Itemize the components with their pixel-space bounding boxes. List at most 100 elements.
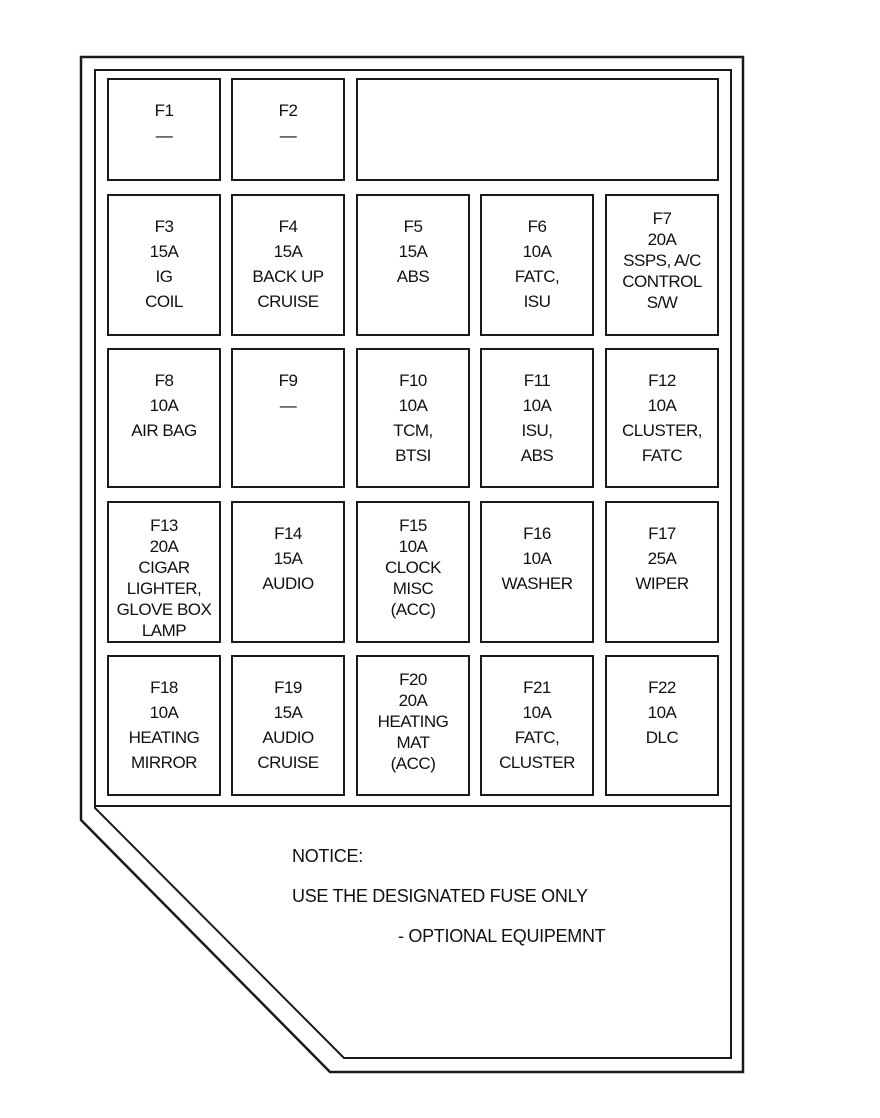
fuse-rating: 20A bbox=[647, 230, 677, 249]
fuse-f4: F4 15A BACK UP CRUISE bbox=[231, 194, 345, 336]
fuse-rating: 10A bbox=[149, 396, 179, 415]
fuse-rating: 15A bbox=[398, 242, 428, 261]
fuse-f17: F17 25A WIPER bbox=[605, 501, 719, 643]
fuse-label: LAMP bbox=[141, 621, 187, 640]
fuse-rating: 10A bbox=[522, 703, 552, 722]
fuse-label: COIL bbox=[145, 292, 183, 311]
fuse-id: F15 bbox=[399, 516, 427, 535]
fuse-f9: F9 — bbox=[231, 348, 345, 488]
fuse-label: MIRROR bbox=[131, 753, 197, 772]
fuse-id: F9 bbox=[278, 371, 298, 390]
fuse-f19: F19 15A AUDIO CRUISE bbox=[231, 655, 345, 796]
fuse-id: F12 bbox=[648, 371, 676, 390]
fuse-rating: 10A bbox=[522, 549, 552, 568]
fuse-label: FATC, bbox=[514, 267, 560, 286]
fuse-f1: F1 — bbox=[107, 78, 221, 181]
fuse-id: F17 bbox=[648, 524, 676, 543]
fuse-id: F4 bbox=[278, 217, 298, 236]
notice-line-designated-fuse: USE THE DESIGNATED FUSE ONLY bbox=[292, 886, 588, 906]
fuse-label: ISU bbox=[523, 292, 551, 311]
fuse-id: F22 bbox=[648, 678, 676, 697]
fuse-id: F19 bbox=[274, 678, 302, 697]
fuse-label: — bbox=[279, 126, 297, 145]
fuse-f2: F2 — bbox=[231, 78, 345, 181]
fuse-label: ABS bbox=[520, 446, 554, 465]
fuse-f3: F3 15A IG COIL bbox=[107, 194, 221, 336]
fuse-rating: 10A bbox=[522, 396, 552, 415]
fuse-label: WIPER bbox=[635, 574, 689, 593]
fuse-label: S/W bbox=[646, 293, 678, 312]
fuse-rating: 20A bbox=[149, 537, 179, 556]
fuse-id: F3 bbox=[154, 217, 174, 236]
fuse-label: CRUISE bbox=[257, 292, 319, 311]
fuse-rating: 10A bbox=[398, 537, 428, 556]
fuse-id: F8 bbox=[154, 371, 174, 390]
fuse-label: CLUSTER bbox=[499, 753, 575, 772]
fuse-label: DLC bbox=[645, 728, 679, 747]
fuse-label: (ACC) bbox=[390, 600, 436, 619]
fuse-id: F20 bbox=[399, 670, 427, 689]
fuse-label: CRUISE bbox=[257, 753, 319, 772]
fuse-label: ISU, bbox=[521, 421, 553, 440]
fuse-id: F10 bbox=[399, 371, 427, 390]
fuse-label: CONTROL bbox=[622, 272, 702, 291]
fuse-id: F14 bbox=[274, 524, 302, 543]
fuse-label: CLOCK bbox=[384, 558, 442, 577]
fuse-label: MAT bbox=[396, 733, 430, 752]
fuse-id: F16 bbox=[523, 524, 551, 543]
fuse-label: IG bbox=[155, 267, 173, 286]
notice-line-optional-equipment: - OPTIONAL EQUIPEMNT bbox=[398, 926, 606, 946]
fuse-label: BTSI bbox=[395, 446, 431, 465]
fuse-label: BACK UP bbox=[252, 267, 324, 286]
fuse-label: LIGHTER, bbox=[126, 579, 202, 598]
fuse-id: F7 bbox=[652, 209, 672, 228]
fuse-label: — bbox=[155, 126, 173, 145]
fuse-label: CLUSTER, bbox=[621, 421, 703, 440]
fuse-label: — bbox=[279, 396, 297, 415]
fuse-label: AUDIO bbox=[262, 728, 314, 747]
fuse-label: CIGAR bbox=[138, 558, 190, 577]
fuse-f11: F11 10A ISU, ABS bbox=[480, 348, 594, 488]
fuse-id: F1 bbox=[154, 101, 174, 120]
fuse-label: HEATING bbox=[128, 728, 200, 747]
fuse-id: F21 bbox=[523, 678, 551, 697]
fuse-rating: 25A bbox=[647, 549, 677, 568]
fuse-id: F11 bbox=[523, 371, 551, 390]
fuse-label: (ACC) bbox=[390, 754, 436, 773]
fuse-f10: F10 10A TCM, BTSI bbox=[356, 348, 470, 488]
fuse-label: WASHER bbox=[501, 574, 574, 593]
fuse-rating: 10A bbox=[522, 242, 552, 261]
fuse-f6: F6 10A FATC, ISU bbox=[480, 194, 594, 336]
fuse-label: AUDIO bbox=[262, 574, 314, 593]
fuse-rating: 10A bbox=[398, 396, 428, 415]
fuse-label: SSPS, A/C bbox=[623, 251, 701, 270]
fuse-rating: 15A bbox=[273, 242, 303, 261]
fuse-rating: 20A bbox=[398, 691, 428, 710]
fuse-label: AIR BAG bbox=[131, 421, 197, 440]
fuse-rating: 10A bbox=[149, 703, 179, 722]
fuse-id: F6 bbox=[527, 217, 547, 236]
fuse-rating: 15A bbox=[273, 703, 303, 722]
fuse-f8: F8 10A AIR BAG bbox=[107, 348, 221, 488]
fuse-rating: 15A bbox=[149, 242, 179, 261]
inner-outline bbox=[94, 69, 732, 1059]
notice-heading: NOTICE: bbox=[292, 846, 363, 866]
fuse-id: F2 bbox=[278, 101, 298, 120]
fuse-label: GLOVE BOX bbox=[116, 600, 212, 619]
outer-outline bbox=[79, 55, 745, 1074]
fuse-label: MISC bbox=[392, 579, 434, 598]
fuse-id: F13 bbox=[150, 516, 178, 535]
fuse-rating: 10A bbox=[647, 396, 677, 415]
fuse-f16: F16 10A WASHER bbox=[480, 501, 594, 643]
fuse-label: TCM, bbox=[393, 421, 433, 440]
fuse-f12: F12 10A CLUSTER, FATC bbox=[605, 348, 719, 488]
fuse-label: FATC bbox=[641, 446, 683, 465]
fuse-f7: F7 20A SSPS, A/C CONTROL S/W bbox=[605, 194, 719, 336]
